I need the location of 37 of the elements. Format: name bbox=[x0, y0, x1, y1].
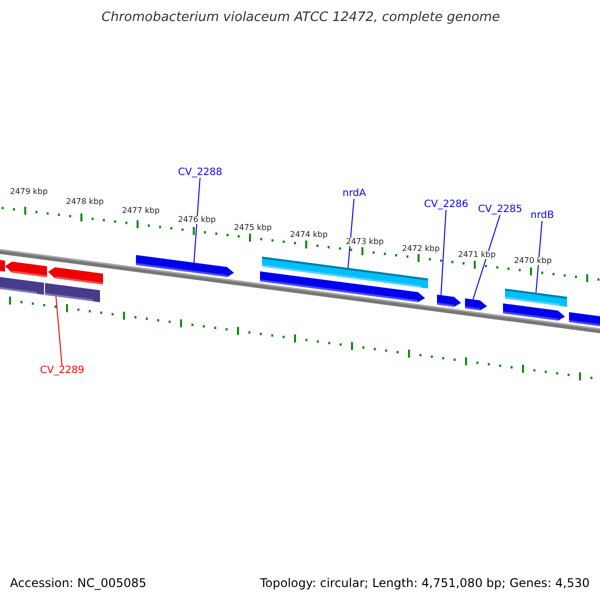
gene-feature bbox=[0, 258, 5, 272]
scale-label: 2479 kbp bbox=[10, 188, 48, 196]
gene-feature bbox=[465, 298, 487, 310]
leader-line bbox=[194, 178, 200, 264]
gene-feature bbox=[505, 288, 567, 307]
gene-feature bbox=[0, 276, 44, 295]
scale-label: 2473 kbp bbox=[346, 238, 384, 246]
gene-label: CV_2285 bbox=[478, 205, 522, 215]
gene-feature bbox=[136, 254, 234, 277]
footer-text: Accession: NC_005085 bbox=[10, 577, 146, 589]
scale-label: 2475 kbp bbox=[234, 224, 272, 232]
gene-feature bbox=[262, 256, 428, 288]
leader-line bbox=[536, 220, 542, 294]
gene-label: CV_2289 bbox=[40, 366, 84, 376]
leader-line bbox=[56, 296, 62, 366]
title: Chromobacterium violaceum ATCC 12472, complete genome bbox=[102, 11, 500, 24]
gene-feature bbox=[260, 271, 425, 302]
gene-feature bbox=[48, 267, 103, 285]
leader-line bbox=[472, 214, 500, 300]
scale-label: 2471 kbp bbox=[458, 251, 496, 259]
scale-label: 2470 kbp bbox=[514, 257, 552, 265]
footer-text: Topology: circular; Length: 4,751,080 bp; Genes: 4,530 bbox=[260, 577, 590, 589]
scale-label: 2474 kbp bbox=[290, 231, 328, 239]
gene-feature bbox=[437, 294, 461, 307]
scale-label: 2477 kbp bbox=[122, 207, 160, 215]
scale-label: 2472 kbp bbox=[402, 245, 440, 253]
gene-label: CV_2288 bbox=[178, 168, 222, 178]
leader-line bbox=[440, 210, 446, 296]
gene-feature bbox=[503, 303, 565, 321]
gene-label: nrdB bbox=[530, 211, 554, 221]
scale-label: 2476 kbp bbox=[178, 216, 216, 224]
leader-line bbox=[348, 198, 354, 268]
gene-feature bbox=[45, 282, 100, 302]
gene-label: nrdA bbox=[342, 189, 366, 199]
gene-label: CV_2286 bbox=[424, 200, 468, 210]
scale-label: 2478 kbp bbox=[66, 198, 104, 206]
gene-feature bbox=[569, 312, 600, 329]
